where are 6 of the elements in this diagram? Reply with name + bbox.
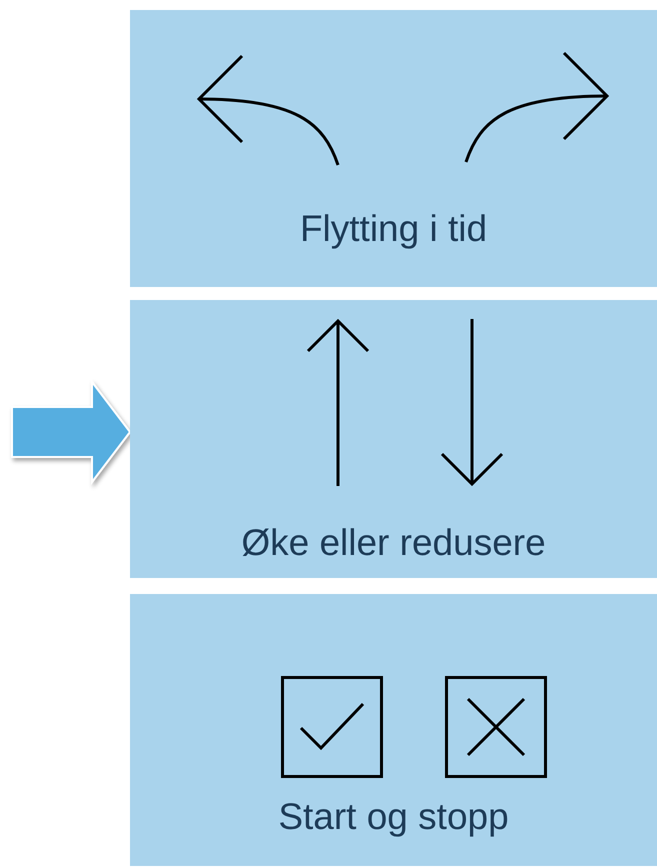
- panel-label: Start og stopp: [278, 796, 509, 838]
- panel: [130, 300, 657, 578]
- panel-label: Øke eller redusere: [241, 522, 546, 564]
- panel: [130, 594, 657, 866]
- panel-label: Flytting i tid: [300, 208, 488, 250]
- panel: [130, 10, 657, 287]
